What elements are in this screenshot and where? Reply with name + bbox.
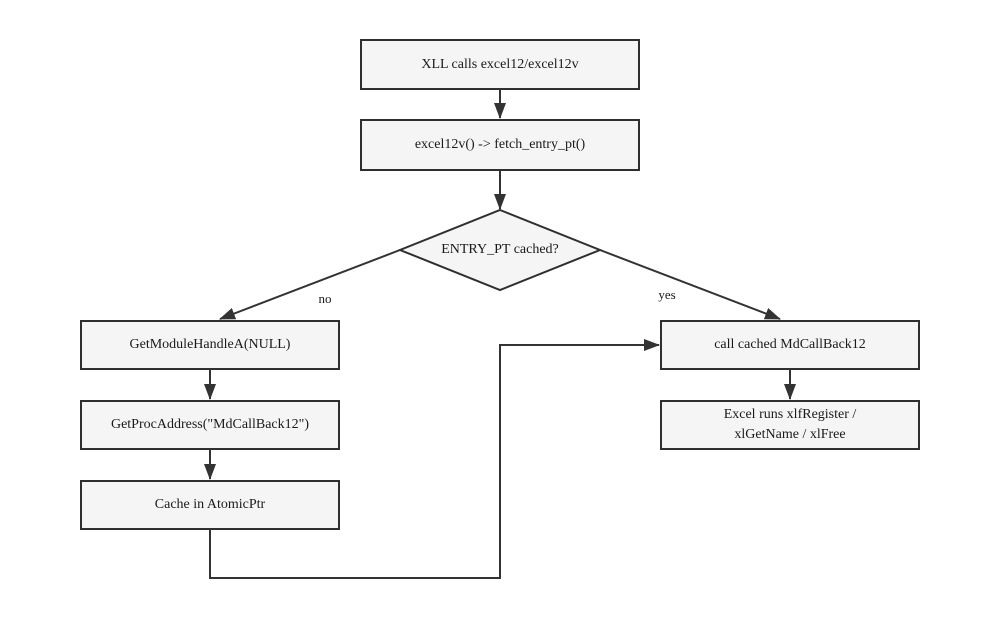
node-excel-runs: Excel runs xlfRegister / xlGetName / xlF… bbox=[660, 400, 920, 450]
edge-decision-no bbox=[219, 249, 401, 320]
node-excel-runs-line2: xlGetName / xlFree bbox=[734, 427, 846, 442]
node-get-module-handle: GetModuleHandleA(NULL) bbox=[80, 320, 340, 370]
edge-label-yes: yes bbox=[658, 287, 676, 302]
node-cache-atomic: Cache in AtomicPtr bbox=[80, 480, 340, 530]
decision-diamond bbox=[397, 208, 603, 292]
node-cache-atomic-label: Cache in AtomicPtr bbox=[154, 497, 266, 512]
node-get-proc-address-label: GetProcAddress("MdCallBack12") bbox=[110, 417, 310, 432]
node-fetch-entry-label: excel12v() -> fetch_entry_pt() bbox=[414, 137, 586, 152]
node-decision: ENTRY_PT cached? bbox=[410, 212, 590, 288]
edge-label-no: no bbox=[318, 291, 332, 306]
node-start: XLL calls excel12/excel12v bbox=[360, 39, 640, 90]
edge-cache-to-call-feedback bbox=[209, 339, 660, 579]
edge-decision-yes bbox=[599, 249, 781, 320]
node-excel-runs-line1: Excel runs xlfRegister / bbox=[723, 407, 857, 422]
node-fetch-entry: excel12v() -> fetch_entry_pt() bbox=[360, 119, 640, 171]
node-get-proc-address: GetProcAddress("MdCallBack12") bbox=[80, 400, 340, 450]
node-get-module-handle-label: GetModuleHandleA(NULL) bbox=[129, 337, 291, 352]
node-call-cached: call cached MdCallBack12 bbox=[660, 320, 920, 370]
node-call-cached-label: call cached MdCallBack12 bbox=[714, 337, 866, 352]
node-start-label: XLL calls excel12/excel12v bbox=[421, 56, 579, 72]
node-decision-label: ENTRY_PT cached? bbox=[441, 242, 559, 257]
